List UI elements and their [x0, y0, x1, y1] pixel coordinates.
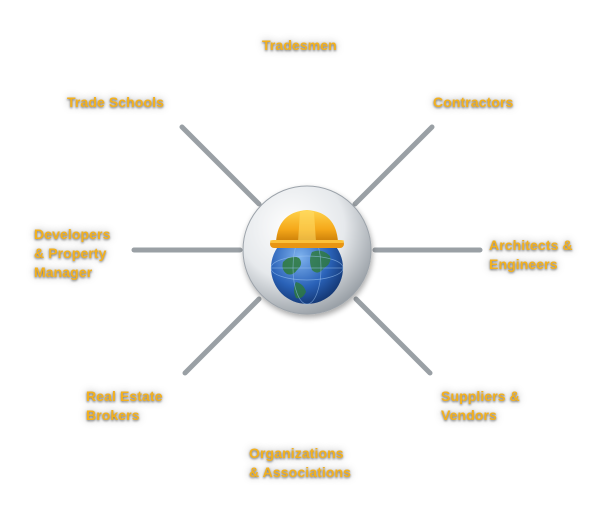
label-tradesmen: Tradesmen [262, 37, 337, 53]
label-real-estate-brokers: Real Estate Brokers [86, 388, 163, 423]
label-developers-property-manager: Developers & Property Manager [34, 226, 111, 280]
hard-hat-icon [270, 210, 344, 248]
rod-contractors [352, 124, 435, 207]
spoke-rods [131, 72, 483, 428]
rod-suppliers-vendors [353, 296, 433, 376]
label-architects-engineers: Architects & Engineers [489, 237, 573, 272]
rod-trade-schools [179, 124, 262, 207]
label-contractors: Contractors [433, 94, 514, 110]
label-trade-schools: Trade Schools [67, 94, 164, 110]
rod-real-estate-brokers [182, 296, 262, 376]
label-organizations-associations: Organizations & Associations [249, 445, 352, 480]
globe-icon [270, 231, 344, 305]
label-suppliers-vendors: Suppliers & Vendors [441, 388, 520, 423]
